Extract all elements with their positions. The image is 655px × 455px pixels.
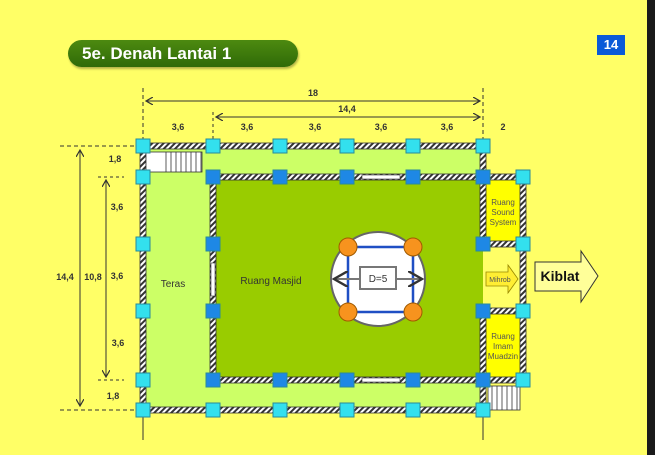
inner-column	[475, 372, 491, 388]
stairs-top-left	[145, 151, 203, 173]
dim-left-top: 1,8	[109, 154, 122, 164]
outer-column	[205, 402, 221, 418]
teras-label: Teras	[161, 279, 185, 290]
outer-column	[475, 138, 491, 154]
dim-top-right: 2	[500, 122, 505, 132]
windows	[210, 174, 401, 383]
outer-column	[135, 236, 151, 252]
outer-column	[135, 402, 151, 418]
inner-column	[405, 169, 421, 185]
dome-column	[338, 302, 358, 322]
outer-column	[515, 303, 531, 319]
dim-top-bay: 3,6	[309, 122, 322, 132]
dome: D=5	[330, 231, 426, 327]
stairs-bottom-right	[487, 385, 521, 411]
imam-room-label: Ruang	[491, 332, 515, 341]
dim-left-bay: 3,6	[112, 338, 125, 348]
inner-column	[205, 372, 221, 388]
inner-column	[205, 303, 221, 319]
outer-column	[135, 138, 151, 154]
kiblat-label: Kiblat	[541, 268, 580, 284]
outer-column	[272, 402, 288, 418]
inner-column	[272, 372, 288, 388]
dim-left-bay: 3,6	[111, 202, 124, 212]
outer-column	[135, 303, 151, 319]
slide-edge	[647, 0, 655, 455]
inner-column	[205, 169, 221, 185]
inner-column	[475, 303, 491, 319]
dome-column	[403, 237, 423, 257]
sound-room-label: Sound	[491, 208, 514, 217]
imam-room-label: Muadzin	[488, 352, 518, 361]
outer-column	[135, 372, 151, 388]
dim-top-bay: 3,6	[441, 122, 454, 132]
page-number-badge: 14	[597, 35, 625, 55]
dim-top-bay: 3,6	[241, 122, 254, 132]
dim-top-inner: 14,4	[338, 104, 356, 114]
outer-column	[515, 236, 531, 252]
sound-room-label: System	[490, 218, 517, 227]
outer-column	[272, 138, 288, 154]
ruang-masjid-label: Ruang Masjid	[240, 276, 301, 287]
kiblat-arrow-icon	[534, 249, 599, 304]
outer-column	[339, 138, 355, 154]
inner-column	[205, 236, 221, 252]
slide-title: 5e. Denah Lantai 1	[68, 40, 298, 67]
dome-column	[338, 237, 358, 257]
outer-column	[515, 372, 531, 388]
inner-column	[405, 372, 421, 388]
dim-top-bay: 3,6	[172, 122, 185, 132]
imam-room-floor	[483, 311, 523, 380]
outer-column	[135, 169, 151, 185]
sound-room-label: Ruang	[491, 198, 515, 207]
outer-column	[339, 402, 355, 418]
dim-left-bottom: 1,8	[107, 391, 120, 401]
columns	[135, 138, 531, 418]
outer-column	[405, 138, 421, 154]
inner-column	[272, 169, 288, 185]
dome-column	[403, 302, 423, 322]
dim-left-bay: 3,6	[111, 271, 124, 281]
outer-column	[475, 402, 491, 418]
dome-columns	[338, 237, 423, 322]
sound-room-floor	[483, 177, 523, 244]
dimension-lines	[60, 88, 484, 440]
imam-room-label: Imam	[493, 342, 513, 351]
outer-column	[205, 138, 221, 154]
inner-column	[475, 169, 491, 185]
inner-column	[339, 169, 355, 185]
mihrob-arrow-icon	[485, 263, 519, 295]
mihrob-label: Mihrob	[489, 277, 511, 284]
dim-left-total: 14,4	[56, 272, 74, 282]
dim-top-bay: 3,6	[375, 122, 388, 132]
dim-top-total: 18	[308, 88, 318, 98]
inner-column	[339, 372, 355, 388]
outer-column	[405, 402, 421, 418]
dome-diameter-label: D=5	[369, 274, 388, 285]
inner-column	[475, 236, 491, 252]
outer-column	[515, 169, 531, 185]
dim-left-inner: 10,8	[84, 272, 102, 282]
